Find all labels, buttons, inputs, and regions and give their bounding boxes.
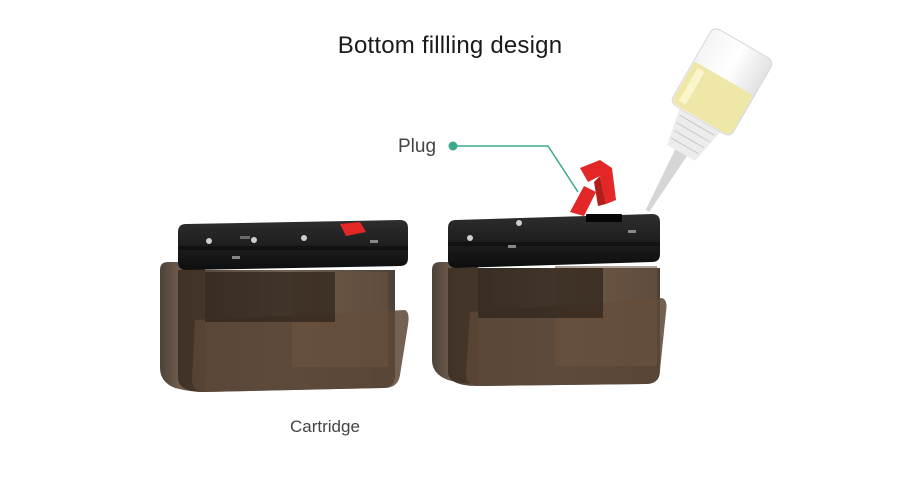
plug-closed-icon	[340, 222, 366, 236]
plug-callout	[448, 141, 579, 193]
plug-label: Plug	[398, 136, 437, 157]
cartridge-left	[160, 220, 409, 392]
cartridge-right	[432, 160, 667, 386]
cartridge-label: Cartridge	[290, 417, 360, 436]
plug-icon	[570, 160, 616, 216]
e-liquid-bottle	[645, 28, 773, 212]
callout-dot-icon	[448, 141, 458, 151]
page-title: Bottom fillling design	[337, 32, 563, 59]
